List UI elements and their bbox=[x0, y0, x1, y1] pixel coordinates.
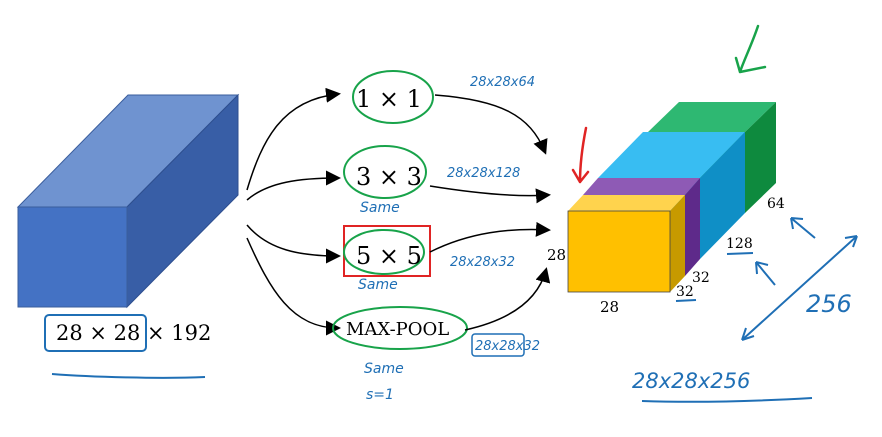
slice-128-top bbox=[598, 132, 745, 178]
branch-3x3-note: Same bbox=[360, 200, 400, 216]
slice-128-side bbox=[700, 132, 745, 259]
arrow-to-3x3 bbox=[246, 170, 341, 201]
arrow-hint-64 bbox=[790, 217, 816, 239]
arrow-from-maxpool bbox=[464, 267, 551, 331]
circle-5x5 bbox=[343, 229, 425, 275]
underline-128 bbox=[726, 252, 754, 255]
arrow-hint-128 bbox=[755, 261, 776, 286]
input-depth-label: × 192 bbox=[147, 321, 211, 345]
output-width-label: 28 bbox=[600, 298, 619, 316]
total-dims-label: 28x28x256 bbox=[632, 369, 750, 393]
depth-label-32b: 32 bbox=[692, 270, 710, 286]
circle-3x3 bbox=[343, 145, 427, 199]
arrow-to-maxpool bbox=[246, 237, 341, 336]
branch-1x1-out: 28x28x64 bbox=[470, 75, 535, 90]
slice-32-yellow-top bbox=[568, 195, 685, 211]
input-dims-label: 28 × 28 bbox=[56, 321, 140, 345]
slice-64-side bbox=[745, 102, 776, 213]
depth-label-64: 64 bbox=[767, 196, 785, 212]
slice-32-yellow-front bbox=[567, 210, 671, 293]
output-volume bbox=[567, 102, 776, 293]
input-volume-front bbox=[17, 206, 128, 308]
arrow-to-5x5 bbox=[246, 224, 341, 264]
branch-5x5-out: 28x28x32 bbox=[450, 255, 515, 270]
arrow-from-1x1 bbox=[434, 94, 548, 155]
maxpool-dims-box bbox=[471, 333, 525, 357]
input-dims-box bbox=[44, 314, 147, 352]
check-mark-icon bbox=[734, 24, 767, 74]
branch-maxpool-stride: s=1 bbox=[366, 387, 394, 403]
arrow-to-1x1 bbox=[246, 87, 341, 191]
branch-3x3-op: 3 × 3 bbox=[356, 163, 422, 191]
branch-5x5-op: 5 × 5 bbox=[356, 242, 422, 270]
arrow-from-5x5 bbox=[429, 221, 551, 253]
output-height-label: 28 bbox=[547, 246, 566, 264]
branch-3x3-out: 28x28x128 bbox=[447, 166, 520, 181]
circle-1x1 bbox=[352, 70, 434, 124]
input-volume bbox=[16, 93, 240, 309]
slice-32-purple-top bbox=[583, 178, 700, 195]
arrow-from-3x3 bbox=[429, 185, 551, 204]
input-underline bbox=[51, 373, 206, 379]
branch-1x1-op: 1 × 1 bbox=[356, 85, 422, 113]
depth-label-128: 128 bbox=[726, 236, 753, 252]
red-arrow-icon bbox=[571, 126, 590, 184]
depth-label-32a: 32 bbox=[676, 284, 694, 300]
branch-5x5-note: Same bbox=[358, 277, 398, 293]
total-depth-label: 256 bbox=[806, 290, 852, 318]
slice-32-purple-side bbox=[685, 178, 700, 276]
slice-64-top bbox=[648, 102, 776, 132]
branch-maxpool-op: MAX-POOL bbox=[346, 319, 449, 340]
slice-32-yellow-side bbox=[670, 195, 685, 292]
depth-span-line bbox=[741, 235, 858, 341]
branch-maxpool-note: Same bbox=[364, 361, 404, 377]
underline-32 bbox=[675, 299, 697, 302]
total-dims-underline bbox=[641, 397, 813, 403]
branch-maxpool-out: 28x28x32 bbox=[475, 339, 540, 354]
circle-maxpool bbox=[332, 306, 468, 350]
